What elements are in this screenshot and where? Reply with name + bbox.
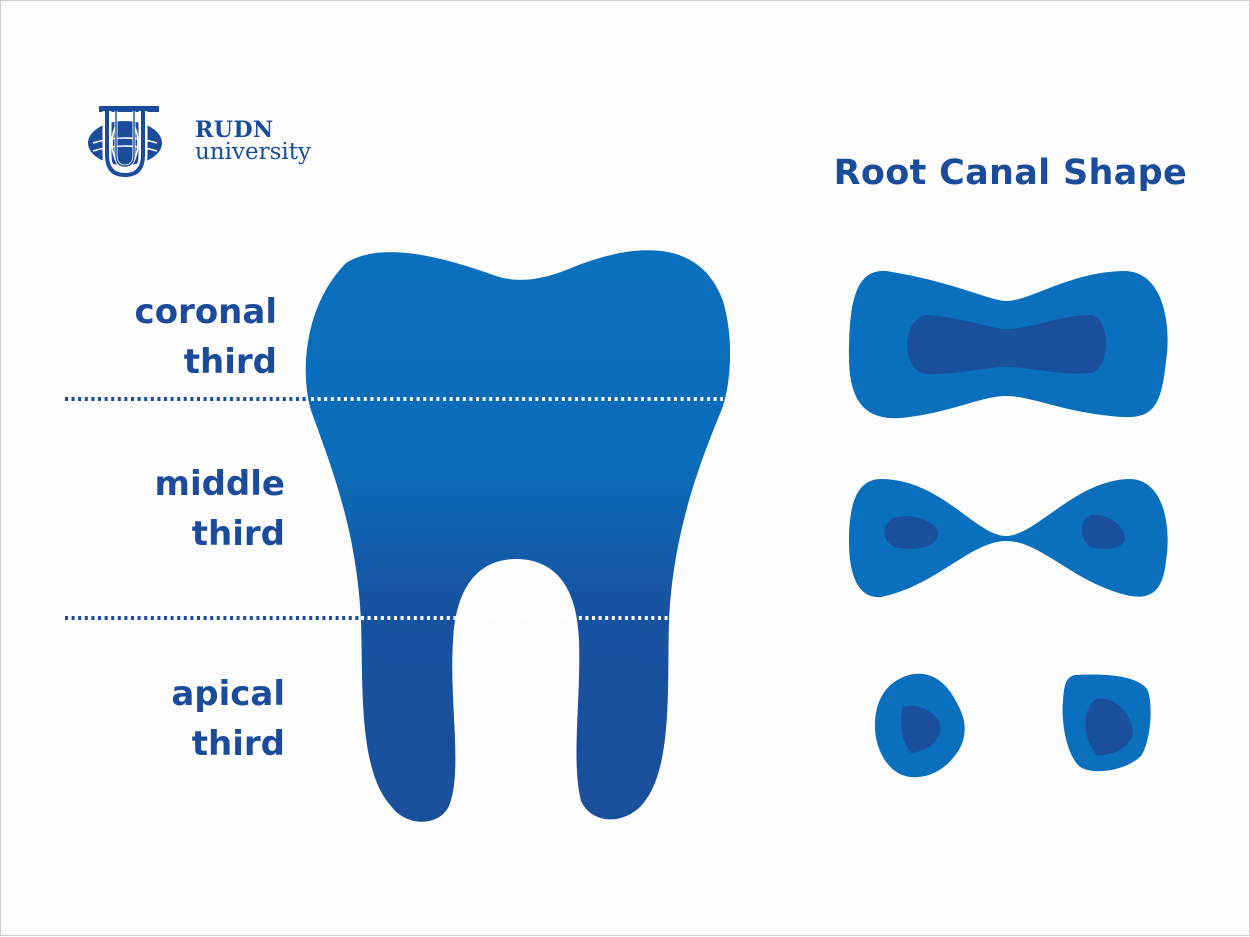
label-coronal-line1: coronal <box>134 292 277 332</box>
rudn-globe-emblem-icon <box>88 106 162 179</box>
label-apical-line1: apical <box>171 674 285 714</box>
canal-left <box>884 516 939 549</box>
logo-name-line2: university <box>195 139 311 165</box>
label-apical-third: apical third <box>81 669 285 769</box>
logo-name-line1: RUDN <box>195 117 274 143</box>
cross-section-apical <box>874 673 1151 778</box>
page-title: Root Canal Shape <box>833 153 1187 193</box>
label-apical-line2: third <box>191 724 285 764</box>
label-middle-line2: third <box>191 514 285 554</box>
label-middle-line1: middle <box>154 464 285 504</box>
cross-section-coronal <box>849 270 1168 419</box>
logo-wordmark: RUDN university <box>195 117 311 165</box>
cross-section-middle <box>849 479 1168 598</box>
molar-tooth <box>305 250 731 822</box>
label-coronal-third: coronal third <box>81 287 277 387</box>
rudn-logo: RUDN university <box>87 101 347 183</box>
label-coronal-line2: third <box>183 342 277 382</box>
canal-right <box>1082 514 1126 549</box>
label-middle-third: middle third <box>81 459 285 559</box>
